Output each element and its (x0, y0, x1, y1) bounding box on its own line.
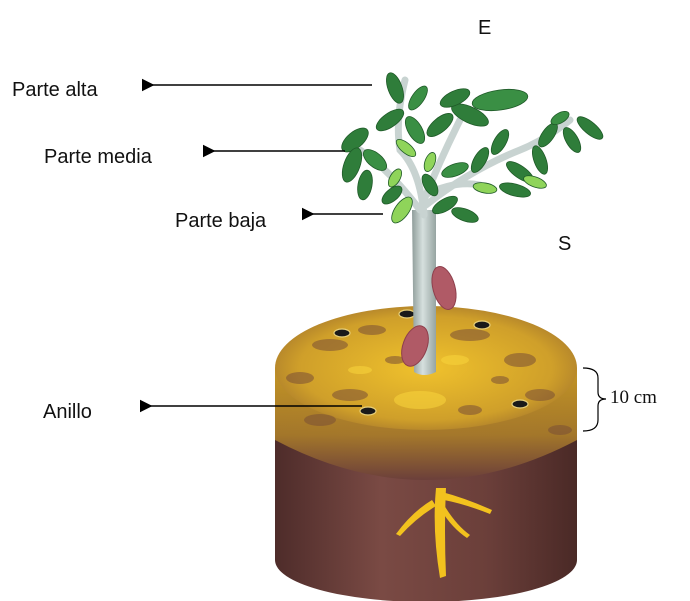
label-lower-part: Parte baja (175, 210, 267, 232)
leaves (338, 71, 607, 227)
label-middle-part: Parte media (44, 146, 153, 168)
ring-marker (512, 400, 528, 408)
ring-marker (399, 310, 415, 318)
label-letter-e: E (478, 17, 491, 39)
label-ring: Anillo (43, 401, 92, 423)
ring-marker (334, 329, 350, 337)
depth-brace (583, 368, 606, 431)
label-letter-s: S (558, 233, 571, 255)
ring-marker (474, 321, 490, 329)
label-depth: 10 cm (610, 387, 657, 408)
ring-marker (360, 407, 376, 415)
label-top-part: Parte alta (12, 79, 98, 101)
